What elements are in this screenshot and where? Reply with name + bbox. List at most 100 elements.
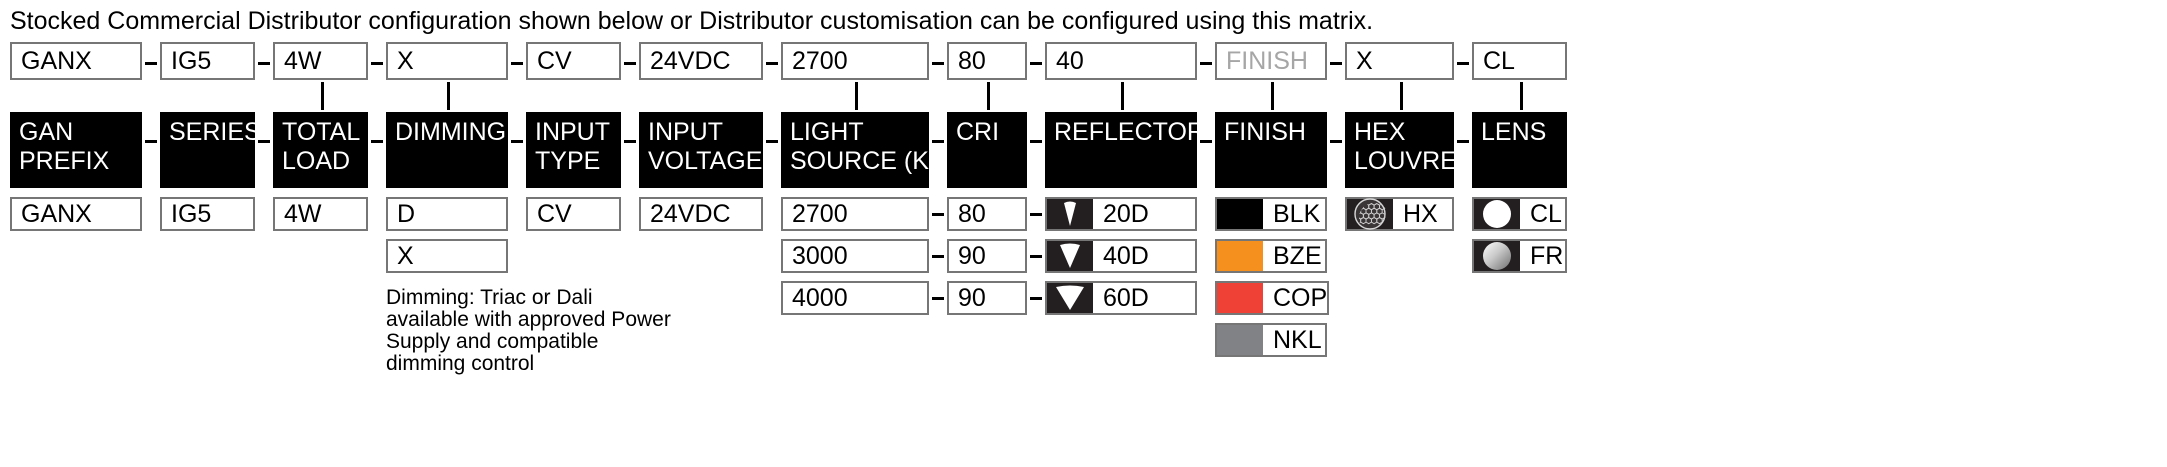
option-list-lens: CL FR (1472, 197, 1567, 281)
option-row[interactable]: COP (1215, 281, 1330, 315)
config-value-total-load[interactable]: 4W (273, 42, 368, 80)
separator-dash-option (1030, 255, 1042, 258)
option-row[interactable]: 20D (1045, 197, 1197, 231)
option-row[interactable]: IG5 (160, 197, 255, 231)
dimming-note-line: available with approved Power (386, 308, 671, 331)
option-row[interactable]: CL (1472, 197, 1567, 231)
option-value[interactable]: 24VDC (639, 197, 763, 231)
option-icon-60d[interactable]: 60D (1045, 281, 1197, 315)
connector-zone-lens (1472, 80, 1567, 112)
color-swatch-blk (1217, 199, 1263, 229)
option-value[interactable]: GANX (10, 197, 142, 231)
option-swatch-bze[interactable]: BZE (1215, 239, 1327, 273)
option-swatch-cop[interactable]: COP (1215, 281, 1330, 315)
config-value-hex-louvre[interactable]: X (1345, 42, 1454, 80)
column-header-line: INPUT (648, 118, 723, 146)
connector-line-dimming (447, 82, 450, 110)
connector-zone-input-voltage (639, 80, 763, 112)
dimming-note-line: Dimming: Triac or Dali (386, 286, 593, 309)
option-label: COP (1273, 283, 1328, 312)
option-label: FR (1530, 241, 1564, 270)
option-list-gan-prefix: GANX (10, 197, 142, 239)
connector-line-lens (1520, 82, 1523, 110)
option-icon-fr[interactable]: FR (1472, 239, 1567, 273)
config-value-input-type[interactable]: CV (526, 42, 621, 80)
config-value-gan-prefix[interactable]: GANX (10, 42, 142, 80)
option-icon-hx[interactable]: HX (1345, 197, 1454, 231)
connector-line-reflector (1121, 82, 1124, 110)
option-row[interactable]: 90 (947, 239, 1027, 273)
separator-dash-header (371, 140, 383, 143)
separator-dash-config (1457, 62, 1469, 65)
option-row[interactable]: 40D (1045, 239, 1197, 273)
option-row[interactable]: CV (526, 197, 621, 231)
option-row[interactable]: BLK (1215, 197, 1327, 231)
option-swatch-nkl[interactable]: NKL (1215, 323, 1327, 357)
connector-zone-input-type (526, 80, 621, 112)
option-list-light-source: 2700 3000 4000 (781, 197, 929, 323)
option-row[interactable]: NKL (1215, 323, 1327, 357)
option-row[interactable]: 80 (947, 197, 1027, 231)
option-value[interactable]: CV (526, 197, 621, 231)
connector-line-light-source (855, 82, 858, 110)
option-value[interactable]: X (386, 239, 508, 273)
separator-dash-config (932, 62, 944, 65)
beam-medium-icon (1047, 241, 1093, 271)
color-swatch-cop (1217, 283, 1263, 313)
option-row[interactable]: 24VDC (639, 197, 763, 231)
option-swatch-blk[interactable]: BLK (1215, 197, 1327, 231)
option-row[interactable]: 4000 (781, 281, 929, 315)
option-row[interactable]: 90 (947, 281, 1027, 315)
config-value-series[interactable]: IG5 (160, 42, 255, 80)
option-value[interactable]: IG5 (160, 197, 255, 231)
option-value[interactable]: 80 (947, 197, 1027, 231)
separator-dash-option (1030, 213, 1042, 216)
beam-narrow-icon (1047, 199, 1093, 229)
column-header-line: LOAD (282, 147, 351, 175)
option-list-cri: 80 90 90 (947, 197, 1027, 323)
option-row[interactable]: 3000 (781, 239, 929, 273)
connector-zone-finish (1215, 80, 1327, 112)
config-value-cri[interactable]: 80 (947, 42, 1027, 80)
connector-zone-hex-louvre (1345, 80, 1454, 112)
option-row[interactable]: 60D (1045, 281, 1197, 315)
option-value[interactable]: 90 (947, 239, 1027, 273)
option-value[interactable]: 4000 (781, 281, 929, 315)
option-row[interactable]: HX (1345, 197, 1454, 231)
option-row[interactable]: 2700 (781, 197, 929, 231)
column-header-cri: CRI (947, 112, 1027, 188)
option-row[interactable]: BZE (1215, 239, 1327, 273)
option-row[interactable]: D (386, 197, 508, 231)
option-value[interactable]: 4W (273, 197, 368, 231)
separator-dash-option (932, 213, 944, 216)
option-value[interactable]: D (386, 197, 508, 231)
intro-text: Stocked Commercial Distributor configura… (10, 7, 1374, 35)
option-icon-20d[interactable]: 20D (1045, 197, 1197, 231)
option-row[interactable]: GANX (10, 197, 142, 231)
config-value-finish[interactable]: FINISH (1215, 42, 1327, 80)
option-value[interactable]: 2700 (781, 197, 929, 231)
option-icon-cl[interactable]: CL (1472, 197, 1567, 231)
column-header-line: TOTAL (282, 118, 361, 146)
option-value[interactable]: 3000 (781, 239, 929, 273)
option-row[interactable]: 4W (273, 197, 368, 231)
config-value-lens[interactable]: CL (1472, 42, 1567, 80)
config-value-dimming[interactable]: X (386, 42, 508, 80)
connector-zone-series (160, 80, 255, 112)
separator-dash-config (1330, 62, 1342, 65)
column-header-dimming: DIMMING (386, 112, 508, 188)
option-value[interactable]: 90 (947, 281, 1027, 315)
config-value-reflector[interactable]: 40 (1045, 42, 1197, 80)
option-row[interactable]: X (386, 239, 508, 273)
option-icon-40d[interactable]: 40D (1045, 239, 1197, 273)
config-value-light-source[interactable]: 2700 (781, 42, 929, 80)
option-row[interactable]: FR (1472, 239, 1567, 273)
separator-dash-config (1030, 62, 1042, 65)
config-value-input-voltage[interactable]: 24VDC (639, 42, 763, 80)
